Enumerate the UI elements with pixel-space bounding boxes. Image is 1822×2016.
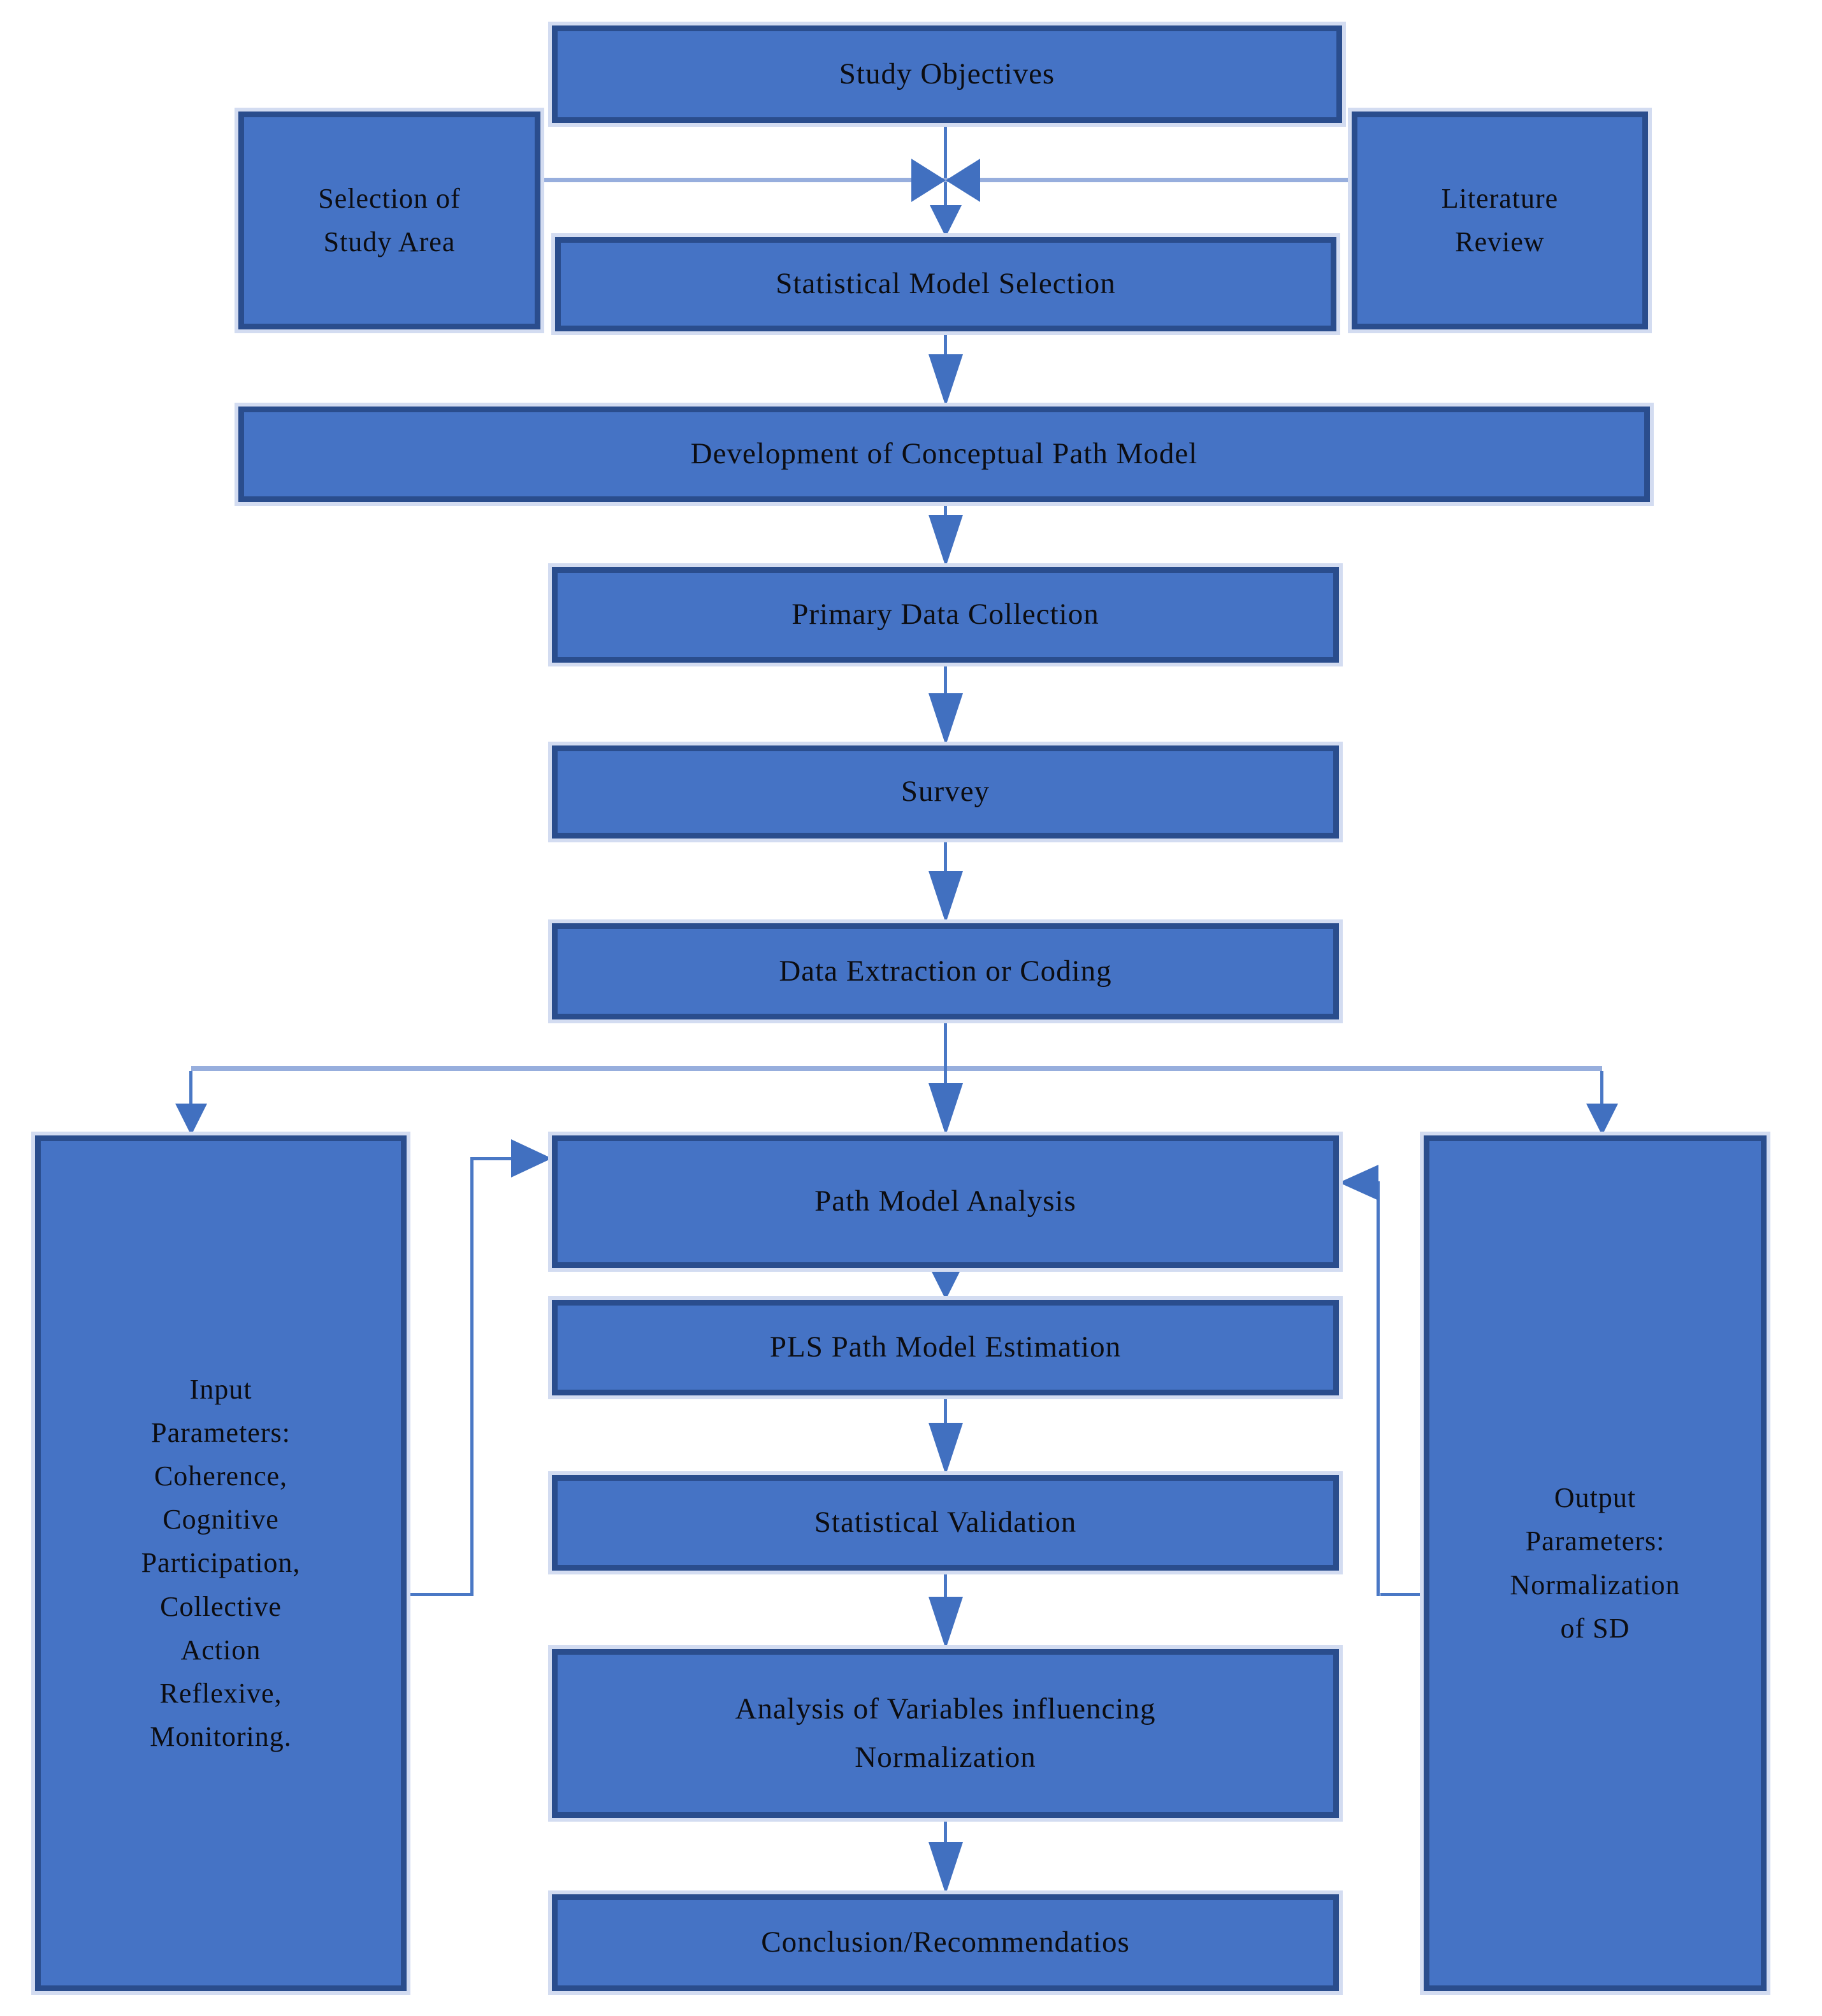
node-statistical-model-selection-label: Statistical Model Selection [776,267,1116,301]
node-statistical-model-selection: Statistical Model Selection [555,237,1336,331]
node-development-of-conceptual-path-model-label: Development of Conceptual Path Model [690,437,1198,471]
arrowhead-into-survey-icon [929,693,963,745]
connector-analysis-to-conclusion [944,1818,947,1845]
arrowhead-into-input-parameters-icon [175,1104,207,1135]
node-literature-review: Literature Review [1352,112,1648,329]
arrowhead-into-data-extraction-icon [929,871,963,923]
arrowhead-into-development-icon [929,354,963,407]
connector-branch-horizontal-line [191,1066,1602,1071]
connector-primary-to-survey [944,663,947,696]
arrowhead-from-literature-left-icon [946,159,980,202]
node-analysis-of-variables-label: Analysis of Variables influencing Normal… [735,1692,1156,1774]
node-output-parameters: Output Parameters: Normalization of SD [1424,1135,1767,1991]
arrowhead-into-conclusion-icon [929,1842,963,1894]
arrowhead-feedback-into-path-analysis-right-icon [1339,1165,1378,1200]
arrowhead-into-pls-estimation-icon [930,1268,962,1300]
node-statistical-validation-label: Statistical Validation [814,1506,1077,1539]
node-analysis-of-variables-influencing-normalization: Analysis of Variables influencing Normal… [552,1649,1339,1818]
node-pls-path-model-estimation: PLS Path Model Estimation [552,1300,1339,1395]
node-conclusion-recommendations: Conclusion/Recommendatios [552,1894,1339,1991]
arrowhead-from-selection-right-icon [911,159,946,202]
node-primary-data-collection-label: Primary Data Collection [792,598,1099,631]
node-path-model-analysis-label: Path Model Analysis [814,1184,1076,1218]
node-input-parameters: Input Parameters: Coherence, Cognitive P… [35,1135,407,1991]
node-study-objectives: Study Objectives [552,25,1342,123]
node-statistical-validation: Statistical Validation [552,1475,1339,1571]
arrowhead-into-statistical-model-selection-icon [930,205,962,237]
node-development-of-conceptual-path-model: Development of Conceptual Path Model [238,407,1650,502]
arrowhead-into-output-parameters-icon [1586,1104,1618,1135]
node-data-extraction-or-coding-label: Data Extraction or Coding [779,954,1112,988]
feedback-left-vertical-segment [470,1157,474,1596]
node-study-objectives-label: Study Objectives [839,57,1055,90]
connector-validation-to-analysis [944,1571,947,1599]
arrowhead-into-statistical-validation-icon [929,1423,963,1475]
feedback-left-bottom-segment [407,1593,474,1596]
node-conclusion-recommendations-label: Conclusion/Recommendatios [761,1926,1130,1959]
connector-extraction-to-path-analysis [944,1019,947,1086]
connector-development-to-primary [944,502,947,521]
node-pls-path-model-estimation-label: PLS Path Model Estimation [769,1330,1122,1364]
arrowhead-into-primary-data-collection-icon [929,515,963,567]
feedback-right-vertical-segment [1377,1181,1380,1596]
node-input-parameters-label: Input Parameters: Coherence, Cognitive P… [141,1373,301,1753]
connector-branch-to-input-parameters [189,1071,192,1106]
node-path-model-analysis: Path Model Analysis [552,1135,1339,1268]
node-selection-of-study-area-label: Selection of Study Area [318,182,461,257]
connector-survey-to-extraction [944,839,947,875]
node-survey: Survey [552,745,1339,839]
arrowhead-into-analysis-variables-icon [929,1597,963,1649]
connector-branch-to-output-parameters [1600,1071,1603,1106]
node-primary-data-collection: Primary Data Collection [552,567,1339,663]
feedback-right-bottom-segment [1380,1593,1424,1596]
connector-pls-to-validation [944,1395,947,1426]
node-literature-review-label: Literature Review [1441,182,1559,257]
node-output-parameters-label: Output Parameters: Normalization of SD [1510,1482,1681,1644]
connector-statmodel-to-development [944,331,947,357]
arrowhead-feedback-into-path-analysis-left-icon [511,1139,552,1177]
node-selection-of-study-area: Selection of Study Area [238,112,540,329]
node-data-extraction-or-coding: Data Extraction or Coding [552,923,1339,1019]
arrowhead-into-path-model-analysis-icon [929,1083,963,1135]
node-survey-label: Survey [900,775,990,809]
feedback-left-top-segment [472,1157,512,1160]
